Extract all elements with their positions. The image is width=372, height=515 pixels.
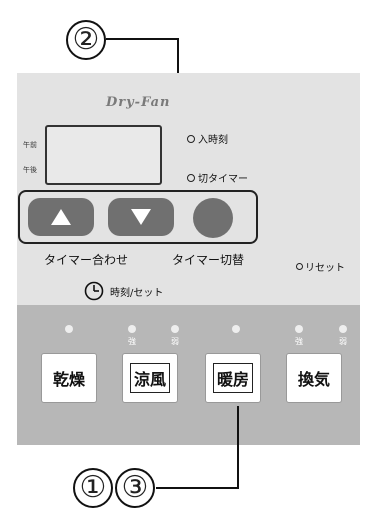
callout-2: ② — [66, 20, 106, 60]
mode-label: 換気 — [297, 370, 330, 389]
cool-weak-lamp — [171, 325, 179, 333]
cool-strong-lamp — [128, 325, 136, 333]
mode-button-heat[interactable]: 暖房 — [205, 353, 261, 403]
timer-adjust-label: タイマー合わせ — [44, 253, 129, 267]
am-label: 午前 — [23, 141, 37, 149]
pm-label: 午後 — [23, 166, 37, 174]
vent-weak-lamp — [339, 325, 347, 333]
reset-button[interactable]: リセット — [296, 259, 345, 274]
up-button[interactable] — [28, 198, 94, 236]
option-indicator-icon — [187, 134, 195, 143]
cool-weak-label: 弱 — [171, 337, 179, 346]
option-indicator-icon — [187, 173, 195, 182]
triangle-up-icon — [51, 209, 71, 225]
down-button[interactable] — [108, 198, 174, 236]
mode-button-vent[interactable]: 換気 — [286, 353, 342, 403]
option-off-timer-label: 切タイマー — [198, 174, 248, 185]
option-off-timer: 切タイマー — [187, 170, 248, 185]
time-display — [45, 125, 162, 185]
timer-switch-label: タイマー切替 — [172, 253, 245, 267]
clock-set-button[interactable]: 時刻/セット — [84, 281, 163, 301]
brand-logo: Dry-Fan — [106, 95, 171, 110]
vent-strong-label: 強 — [295, 337, 303, 346]
leader-line-bottom-v — [237, 406, 239, 488]
mode-button-cool[interactable]: 涼風 — [122, 353, 178, 403]
timer-switch-button[interactable] — [193, 198, 233, 238]
leader-line-h — [106, 38, 178, 40]
timer-button-group — [18, 190, 258, 244]
mode-label: 暖房 — [216, 370, 249, 389]
callout-3: ③ — [115, 468, 155, 508]
reset-label: リセット — [305, 263, 345, 274]
clock-icon — [84, 281, 104, 301]
reset-indicator-icon — [296, 263, 303, 270]
option-on-time-label: 入時刻 — [198, 135, 228, 146]
leader-line-bottom-h — [156, 487, 239, 489]
dry-lamp — [65, 325, 73, 333]
mode-label: 涼風 — [133, 370, 166, 389]
triangle-down-icon — [131, 209, 151, 225]
mode-button-dry[interactable]: 乾燥 — [41, 353, 97, 403]
mode-label: 乾燥 — [52, 370, 85, 389]
heat-lamp — [232, 325, 240, 333]
callout-1: ① — [73, 468, 113, 508]
cool-strong-label: 強 — [128, 337, 136, 346]
vent-weak-label: 弱 — [339, 337, 347, 346]
vent-strong-lamp — [295, 325, 303, 333]
clock-set-label: 時刻/セット — [110, 287, 164, 299]
option-on-time: 入時刻 — [187, 131, 228, 146]
